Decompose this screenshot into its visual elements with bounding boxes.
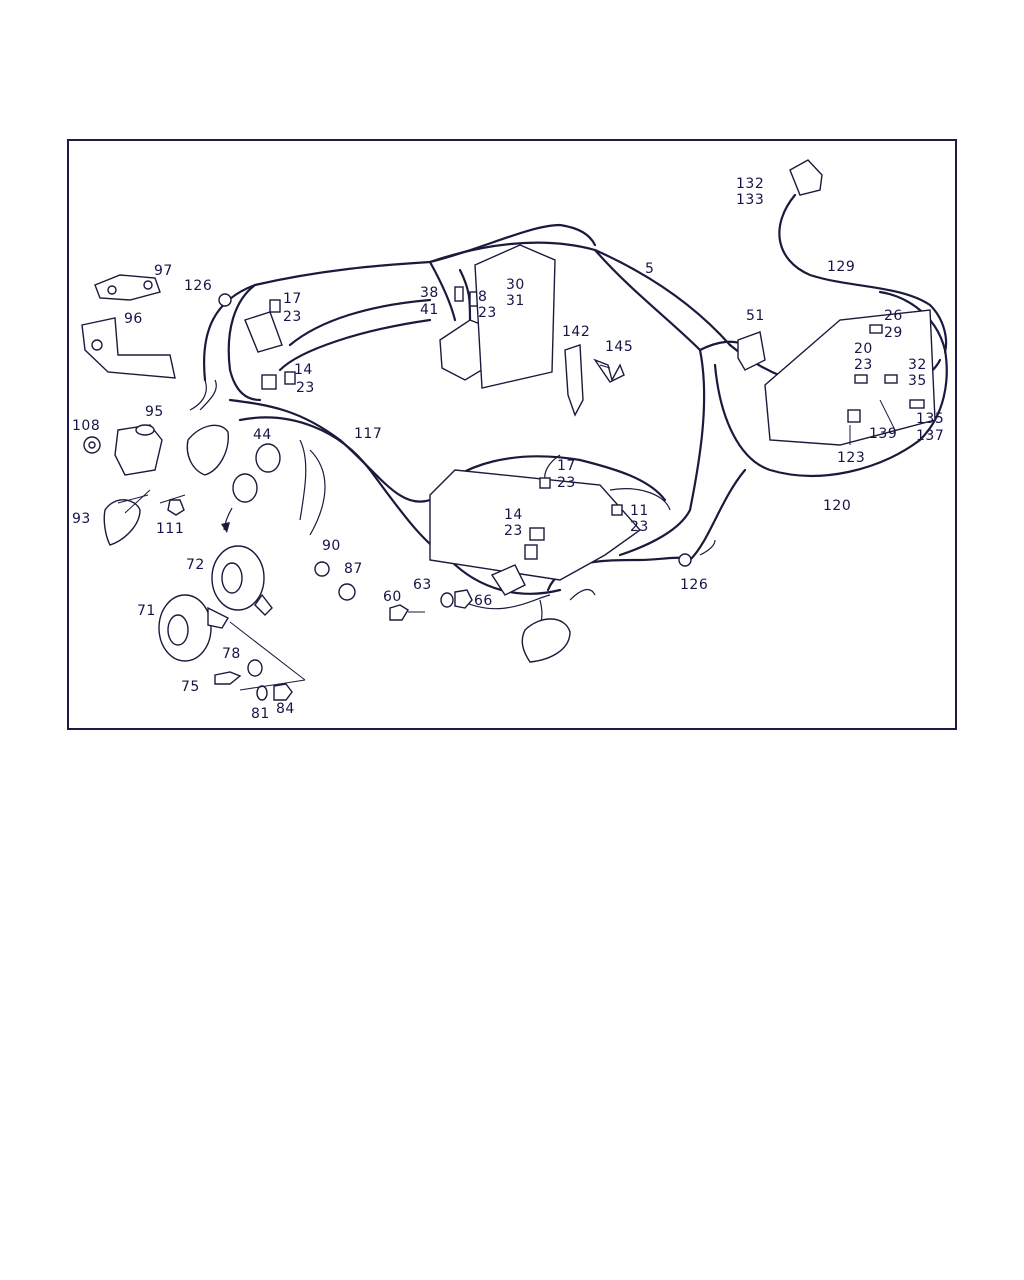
label-44: 44 (253, 427, 272, 443)
label-5: 5 (645, 261, 654, 277)
label-120: 120 (823, 498, 851, 514)
grommet-126-icon (218, 293, 232, 307)
washer-78-icon (247, 659, 263, 677)
label-23: 23 (854, 357, 873, 373)
label-14: 14 (504, 507, 523, 523)
label-23: 23 (478, 305, 497, 321)
label-11: 11 (630, 503, 649, 519)
bolt-75-icon (214, 671, 242, 685)
label-60: 60 (383, 589, 402, 605)
bracket-95-icon (114, 424, 163, 476)
label-8: 8 (478, 289, 487, 305)
connector-bottom-icon (521, 618, 571, 663)
label-96: 96 (124, 311, 143, 327)
screw-87-icon (338, 583, 356, 601)
label-51: 51 (746, 308, 765, 324)
nut-84-icon (273, 683, 293, 701)
label-95: 95 (145, 404, 164, 420)
bracket-96-icon (81, 317, 176, 379)
bracket-142-icon (564, 344, 584, 417)
horn-93-icon (103, 499, 141, 546)
label-129: 129 (827, 259, 855, 275)
label-66: 66 (474, 593, 493, 609)
label-137: 137 (916, 428, 944, 444)
leader-lines (124, 364, 896, 514)
label-23: 23 (557, 475, 576, 491)
label-108: 108 (72, 418, 100, 434)
label-139: 139 (869, 426, 897, 442)
label-135: 135 (916, 411, 944, 427)
label-132: 132 (736, 176, 764, 192)
washer-63-icon (440, 592, 454, 608)
sensor-132-icon (789, 159, 823, 196)
label-31: 31 (506, 293, 525, 309)
label-111: 111 (156, 521, 184, 537)
label-142: 142 (562, 324, 590, 340)
label-145: 145 (605, 339, 633, 355)
bulb-44-icon (255, 443, 281, 473)
label-38: 38 (420, 285, 439, 301)
label-75: 75 (181, 679, 200, 695)
tray-centre-icon (429, 469, 642, 581)
label-14: 14 (294, 362, 313, 378)
label-90: 90 (322, 538, 341, 554)
label-93: 93 (72, 511, 91, 527)
nut-111-icon (167, 499, 185, 516)
label-78: 78 (222, 646, 241, 662)
components (81, 159, 936, 701)
bolt-60-icon (389, 604, 409, 621)
relay-box-30-icon (474, 244, 556, 389)
label-87: 87 (344, 561, 363, 577)
label-26: 26 (884, 308, 903, 324)
label-123: 123 (837, 450, 865, 466)
label-81: 81 (251, 706, 270, 722)
label-23: 23 (283, 309, 302, 325)
label-23: 23 (504, 523, 523, 539)
part-labels: 97 126 17 23 96 14 23 38 41 8 23 30 31 5… (72, 176, 944, 722)
label-63: 63 (413, 577, 432, 593)
nut-66-icon (454, 589, 473, 609)
switch-51-icon (737, 331, 766, 371)
label-126: 126 (680, 577, 708, 593)
label-30: 30 (506, 277, 525, 293)
label-84: 84 (276, 701, 295, 717)
washer-81-icon (256, 685, 268, 701)
label-29: 29 (884, 325, 903, 341)
label-23: 23 (296, 380, 315, 396)
label-41: 41 (420, 302, 439, 318)
label-17: 17 (557, 458, 576, 474)
label-20: 20 (854, 341, 873, 357)
label-35: 35 (908, 373, 927, 389)
label-17: 17 (283, 291, 302, 307)
connector-left-icon (186, 424, 229, 476)
screw-145-icon (593, 358, 625, 383)
clip-90-icon (314, 561, 330, 577)
label-23: 23 (630, 519, 649, 535)
label-126: 126 (184, 278, 212, 294)
label-133: 133 (736, 192, 764, 208)
label-32: 32 (908, 357, 927, 373)
label-97: 97 (154, 263, 173, 279)
label-117: 117 (354, 426, 382, 442)
label-72: 72 (186, 557, 205, 573)
tray-right-icon (764, 309, 936, 446)
label-71: 71 (137, 603, 156, 619)
